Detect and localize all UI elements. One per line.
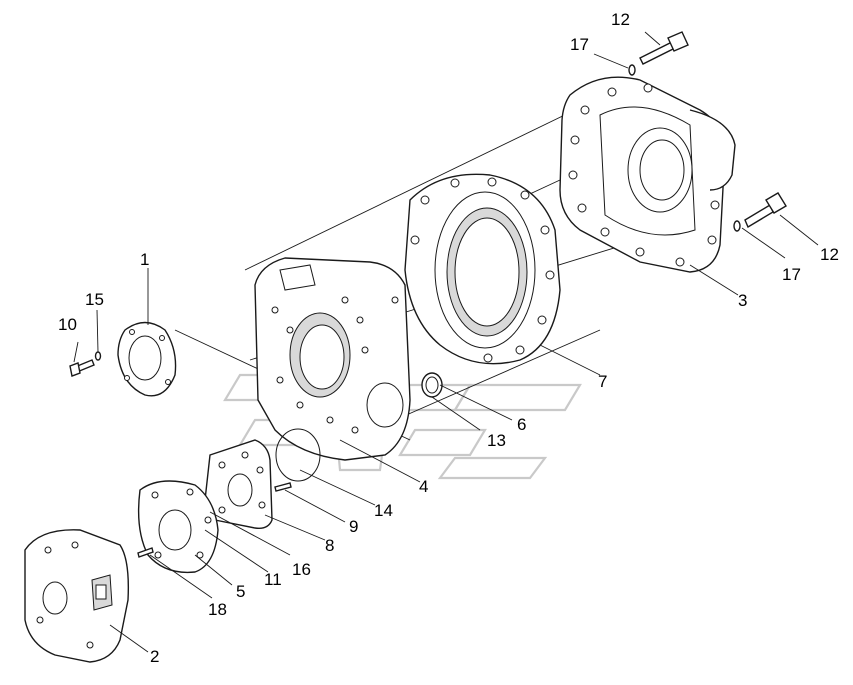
part-4-main-housing bbox=[254, 257, 411, 461]
callout-5: 5 bbox=[236, 582, 245, 601]
part-18-pin bbox=[137, 547, 154, 558]
part-3-end-cover bbox=[559, 76, 736, 273]
part-5-plate bbox=[137, 480, 219, 574]
bolt-10 bbox=[69, 359, 95, 377]
part-7-ring-gear bbox=[404, 173, 561, 365]
callout-3: 3 bbox=[738, 291, 747, 310]
washer-17-right bbox=[733, 220, 741, 232]
callout-17-top: 17 bbox=[570, 35, 589, 54]
callout-16: 16 bbox=[292, 560, 311, 579]
callout-10: 10 bbox=[58, 315, 77, 334]
bolt-12-top bbox=[639, 31, 689, 65]
washer-15 bbox=[94, 351, 102, 361]
part-8-pump-plate bbox=[204, 439, 273, 530]
callout-17-right: 17 bbox=[782, 265, 801, 284]
callout-18: 18 bbox=[208, 600, 227, 619]
washer-17-top bbox=[628, 64, 636, 76]
callout-4: 4 bbox=[419, 477, 428, 496]
leader-lines bbox=[73, 31, 819, 653]
callout-8: 8 bbox=[325, 536, 334, 555]
callout-9: 9 bbox=[349, 517, 358, 536]
callout-13: 13 bbox=[487, 431, 506, 450]
callout-15: 15 bbox=[85, 290, 104, 309]
part-6-seal-ring bbox=[421, 372, 443, 398]
callout-1: 1 bbox=[140, 250, 149, 269]
callout-6: 6 bbox=[517, 415, 526, 434]
callout-14: 14 bbox=[374, 501, 393, 520]
part-1-cover-plate bbox=[117, 321, 177, 397]
bolt-12-right bbox=[744, 192, 787, 229]
callout-12-right: 12 bbox=[820, 245, 839, 264]
callout-11: 11 bbox=[264, 570, 282, 589]
part-2-bracket-housing bbox=[24, 529, 130, 663]
part-14-gasket bbox=[275, 428, 321, 482]
part-9-pin bbox=[274, 482, 292, 492]
callout-7: 7 bbox=[598, 372, 607, 391]
callout-12-top: 12 bbox=[611, 10, 630, 29]
callout-labels: 1 2 3 4 5 6 7 8 9 10 11 12 12 13 14 15 1… bbox=[58, 10, 839, 666]
callout-2: 2 bbox=[150, 647, 159, 666]
